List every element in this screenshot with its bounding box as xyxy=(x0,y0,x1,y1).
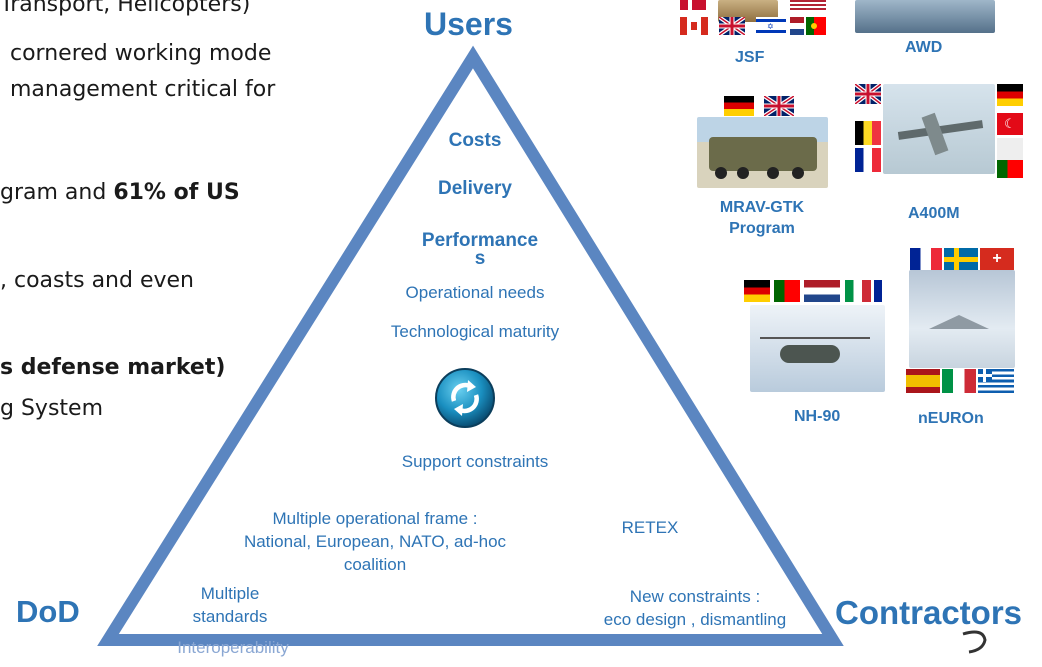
mrav-gtk-label: MRAV-GTK Program xyxy=(706,197,818,239)
flag-germany-icon xyxy=(744,280,770,302)
contractors-label: Contractors xyxy=(835,594,1023,631)
a400m-label: A400M xyxy=(908,205,960,222)
body-line-5: , coasts and even xyxy=(0,268,194,293)
flag-belgium-icon xyxy=(855,121,881,145)
flag-germany-icon xyxy=(997,84,1023,106)
body-line-2: cornered working mode xyxy=(10,41,272,66)
a400m-photo xyxy=(883,84,995,174)
body-line-1: Transport, Helicopters) xyxy=(0,0,251,17)
flag-netherlands-icon xyxy=(790,17,804,35)
performances-line-1: Performance xyxy=(421,230,539,251)
flag-netherlands-icon xyxy=(804,280,840,302)
flag-france-icon xyxy=(874,280,882,302)
technological-maturity-label: Technological maturity xyxy=(390,322,560,341)
flag-germany-icon xyxy=(724,96,754,116)
flag-turkey-icon: ☾ xyxy=(997,113,1023,135)
users-label: Users xyxy=(424,6,513,42)
flag-switzerland-icon: + xyxy=(980,248,1014,270)
flag-greece-icon xyxy=(978,369,1014,393)
mrav-gtk-line-1: MRAV-GTK xyxy=(719,199,805,216)
body-line-6: s defense market) xyxy=(0,355,226,380)
flag-portugal-icon xyxy=(774,280,800,302)
corner-curl-icon xyxy=(955,622,995,662)
mrav-gtk-line-2: Program xyxy=(729,220,795,237)
new-constraints-label: New constraints : eco design , dismantli… xyxy=(575,585,815,631)
performances-label: Performance s xyxy=(380,230,580,270)
flag-portugal-icon xyxy=(997,160,1023,178)
performances-line-2: s xyxy=(474,248,486,269)
flag-canada-icon xyxy=(680,17,708,35)
flag-uk-icon xyxy=(717,15,747,37)
neuron-label: nEUROn xyxy=(918,410,984,427)
multiple-standards-label: Multiple standards xyxy=(185,582,275,628)
awd-label: AWD xyxy=(905,39,943,56)
multiple-frame-line-1: Multiple operational frame : xyxy=(272,509,478,528)
delivery-label: Delivery xyxy=(438,178,512,199)
flag-italy-icon xyxy=(942,369,976,393)
jsf-label: JSF xyxy=(735,49,765,66)
nh90-photo xyxy=(750,305,885,392)
jsf-photo xyxy=(718,0,778,22)
mrav-gtk-photo xyxy=(697,117,828,188)
neuron-photo xyxy=(909,270,1015,368)
dod-label: DoD xyxy=(16,594,80,629)
flag-france-icon xyxy=(910,248,942,270)
flag-portugal-icon xyxy=(806,17,826,35)
flag-denmark-icon xyxy=(680,0,706,10)
flag-uk-icon xyxy=(762,94,796,118)
new-constraints-line-2: eco design , dismantling xyxy=(603,610,787,629)
interoperability-label: Interoperability xyxy=(177,638,289,657)
body-line-4-bold: 61% of US xyxy=(113,180,240,205)
operational-needs-label: Operational needs xyxy=(405,283,545,302)
multiple-standards-line-1: Multiple xyxy=(200,584,260,603)
triangle-shape xyxy=(97,45,844,646)
flag-uk-icon xyxy=(853,82,883,106)
body-line-3: management critical for xyxy=(10,77,276,102)
flag-italy-icon xyxy=(845,280,871,302)
flag-spain-icon xyxy=(906,369,940,393)
multiple-frame-label: Multiple operational frame : National, E… xyxy=(210,507,540,576)
flag-france-icon xyxy=(855,148,881,172)
multiple-standards-line-2: standards xyxy=(192,607,268,626)
nh90-label: NH-90 xyxy=(794,408,841,425)
body-line-7: g System xyxy=(0,396,103,421)
multiple-frame-line-3: coalition xyxy=(343,555,407,574)
cycle-icon xyxy=(434,367,496,429)
new-constraints-line-1: New constraints : xyxy=(629,587,761,606)
flag-usa-icon xyxy=(790,0,826,12)
costs-label: Costs xyxy=(448,130,502,151)
awd-photo xyxy=(855,0,995,33)
retex-label: RETEX xyxy=(621,518,679,537)
flag-sweden-icon xyxy=(944,248,978,270)
support-constraints-label: Support constraints xyxy=(401,452,549,471)
flag-israel-icon: ✡ xyxy=(756,17,786,35)
multiple-frame-line-2: National, European, NATO, ad-hoc xyxy=(243,532,507,551)
flag-luxembourg-icon xyxy=(997,138,1023,160)
body-line-4: gram and 61% of US xyxy=(0,180,240,205)
body-line-4-text: gram and xyxy=(0,180,114,205)
